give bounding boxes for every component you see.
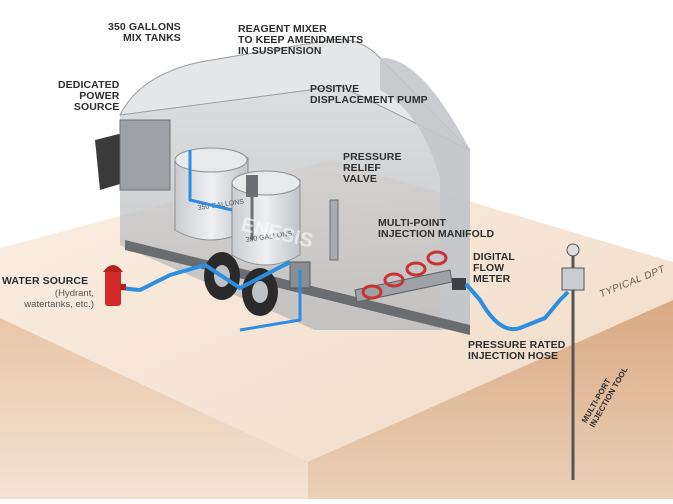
label-power-line2: POWER [79, 90, 120, 102]
valve-wheel-2 [383, 272, 405, 288]
label-meter-line1: DIGITAL [473, 251, 515, 263]
hydrant-body [105, 270, 121, 306]
valve-wheel-4 [426, 250, 448, 266]
label-manifold-line1: MULTI-POINT [378, 217, 446, 229]
label-water-source-sub: (Hydrant, watertanks, etc.) [12, 288, 94, 310]
label-meter-line2: FLOW [473, 262, 505, 274]
hydrant-nozzle [120, 284, 126, 290]
label-water-source: WATER SOURCE [2, 275, 89, 287]
dpt-probe [561, 243, 585, 480]
label-relief-line2: RELIEF [343, 162, 381, 174]
label-relief-line1: PRESSURE [343, 151, 402, 163]
label-flow-meter: DIGITAL FLOW METER [473, 252, 515, 285]
label-mix-tanks-line2: MIX TANKS [123, 32, 181, 44]
label-pump-line2: DISPLACEMENT PUMP [310, 94, 428, 106]
label-reagent-mixer: REAGENT MIXER TO KEEP AMENDMENTS IN SUSP… [238, 24, 363, 57]
label-relief-valve: PRESSURE RELIEF VALVE [343, 152, 402, 185]
valve-wheels [361, 250, 448, 300]
internal-hose [188, 150, 302, 332]
power-source-unit [119, 119, 171, 191]
label-power-source: DEDICATED POWER SOURCE [58, 80, 119, 113]
mix-tanks: 350 GALLONS 350 GALLONS ENESIS [174, 147, 315, 266]
hydrant-cap [103, 265, 123, 272]
label-mixer-line2: TO KEEP AMENDMENTS [238, 34, 364, 46]
label-pump-line1: POSITIVE [310, 83, 360, 95]
label-manifold-line2: INJECTION MANIFOLD [378, 228, 495, 240]
label-mix-tanks-line1: 350 GALLONS [108, 21, 181, 33]
injection-hose [464, 282, 570, 332]
ground-right-face [308, 300, 673, 499]
label-manifold: MULTI-POINT INJECTION MANIFOLD [378, 218, 494, 240]
label-injection-hose: PRESSURE RATED INJECTION HOSE [468, 340, 565, 362]
label-power-line3: SOURCE [73, 101, 120, 113]
fire-hydrant [103, 265, 126, 306]
relief-valve [329, 199, 339, 261]
label-meter-line3: METER [473, 273, 511, 285]
injection-manifold [354, 250, 466, 303]
probe-gauge [566, 243, 580, 257]
label-mixer-line3: IN SUSPENSION [238, 45, 322, 57]
label-water-sub2: watertanks, etc.) [24, 299, 94, 310]
valve-wheel-3 [405, 261, 427, 277]
water-supply-hose [119, 260, 291, 292]
valve-wheel-1 [361, 284, 383, 300]
label-hose-line1: PRESSURE RATED [468, 339, 566, 351]
ground-left-face [0, 318, 308, 499]
label-pump: POSITIVE DISPLACEMENT PUMP [310, 84, 428, 106]
label-water-sub1: (Hydrant, [54, 288, 94, 299]
probe-head [561, 267, 585, 291]
label-hose-line2: INJECTION HOSE [468, 350, 559, 362]
label-mixer-line1: REAGENT MIXER [238, 23, 327, 35]
label-mix-tanks: 350 GALLONS MIX TANKS [108, 22, 181, 44]
flow-meter [452, 278, 466, 290]
label-power-line1: DEDICATED [58, 79, 120, 91]
mixer-motor [246, 175, 258, 197]
trailer-rear-wall [380, 57, 470, 330]
label-relief-line3: VALVE [343, 173, 377, 185]
tank-1-lid [174, 147, 248, 173]
tank-2-lid [231, 170, 301, 196]
trailer-wheel-rear-hub [252, 281, 268, 303]
